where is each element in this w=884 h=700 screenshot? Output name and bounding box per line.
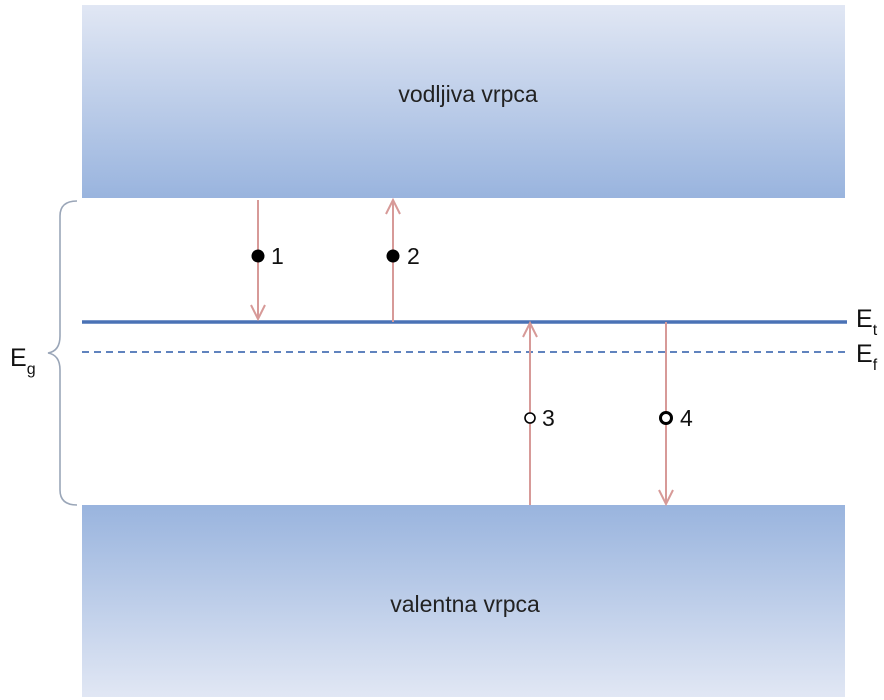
- transition-1-electron: [251, 249, 265, 263]
- valence-band: [82, 505, 845, 697]
- transition-3-hole: [524, 412, 536, 424]
- conduction-band-label: vodljiva vrpca: [398, 81, 538, 107]
- band-gap-bracket: [47, 200, 78, 506]
- valence-band-label: valentna vrpca: [390, 591, 540, 617]
- transition-1-arrowhead: [250, 304, 266, 322]
- transition-3: 3: [522, 320, 555, 505]
- conduction-band: [82, 5, 845, 198]
- band-gap-label: Eg: [10, 344, 36, 378]
- transition-1: 1: [250, 200, 284, 322]
- transition-2-arrowhead: [385, 197, 401, 215]
- fermi-level-label: Ef: [856, 340, 878, 374]
- transition-2-number: 2: [407, 243, 420, 269]
- transition-4-arrowhead: [658, 489, 674, 507]
- transition-3-number: 3: [542, 405, 555, 431]
- transition-4-hole: [659, 411, 673, 425]
- transition-3-arrowhead: [522, 320, 538, 338]
- transition-4: 4: [658, 322, 693, 507]
- transition-4-number: 4: [680, 405, 693, 431]
- transition-1-number: 1: [271, 243, 284, 269]
- transition-2: 2: [385, 197, 420, 322]
- trap-level-label: Et: [856, 305, 878, 339]
- transition-2-electron: [386, 249, 400, 263]
